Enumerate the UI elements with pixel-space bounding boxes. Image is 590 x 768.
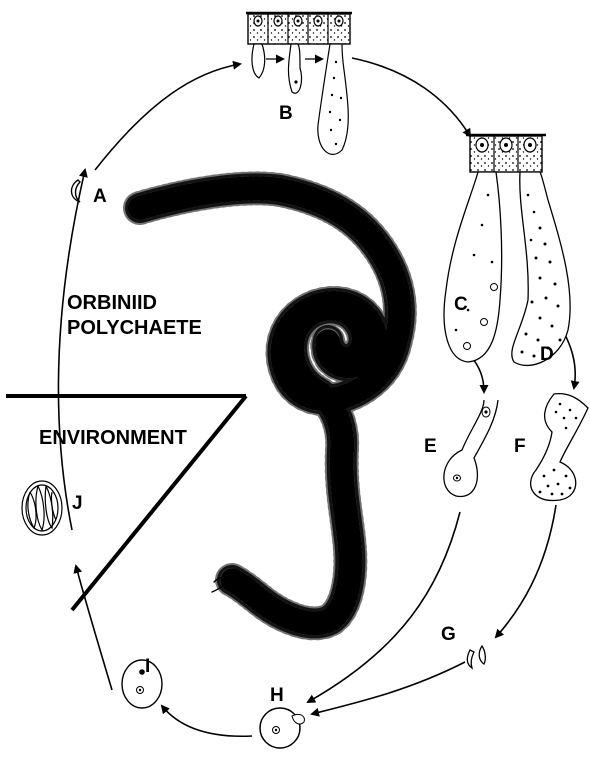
arrow-b-to-c xyxy=(352,58,470,136)
stage-label-h: H xyxy=(270,686,284,705)
arrow-g-to-h xyxy=(312,662,465,714)
stage-label-j: J xyxy=(72,494,83,513)
arrow-a-to-b xyxy=(95,64,240,170)
arrow-h-to-i xyxy=(162,706,252,736)
stage-label-i: I xyxy=(145,657,150,676)
host-title-line2: POLYCHAETE xyxy=(67,316,202,341)
arrow-j-to-a xyxy=(58,170,85,530)
stage-c-d-figure xyxy=(444,135,570,365)
stage-label-b: B xyxy=(279,104,293,123)
stage-label-f: F xyxy=(514,437,526,456)
host-title-line1: ORBINIID xyxy=(67,291,202,316)
stage-label-e: E xyxy=(424,437,437,456)
stage-label-d: D xyxy=(540,345,554,364)
stage-f-figure xyxy=(531,394,588,501)
stage-label-c: C xyxy=(454,295,468,314)
stage-i-figure xyxy=(122,660,162,708)
stage-j-figure xyxy=(22,481,62,535)
stage-e-figure xyxy=(444,400,498,496)
worm-illustration xyxy=(134,188,400,623)
stage-b-figure xyxy=(246,13,352,154)
stage-label-g: G xyxy=(441,625,456,644)
environment-label: ENVIRONMENT xyxy=(39,426,187,451)
stage-h-figure xyxy=(260,708,304,748)
arrow-f-to-g xyxy=(496,505,556,637)
host-title: ORBINIID POLYCHAETE xyxy=(67,291,202,341)
stage-g-figure xyxy=(467,646,485,668)
stage-label-a: A xyxy=(93,187,107,206)
